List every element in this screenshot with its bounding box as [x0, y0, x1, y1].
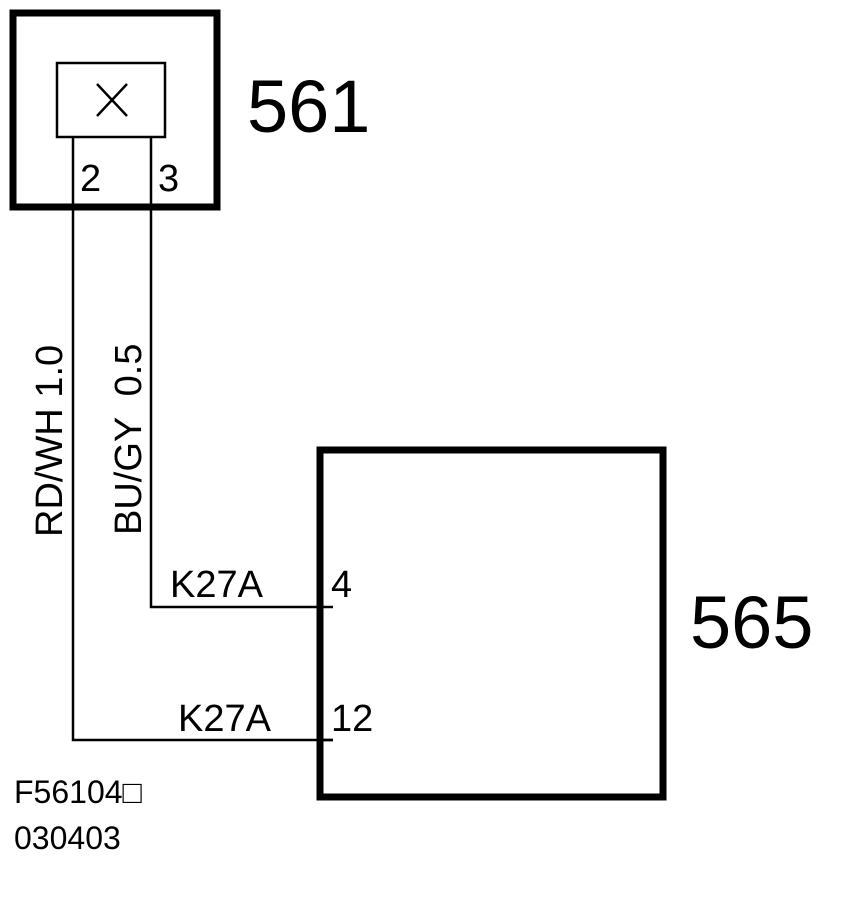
wire-rd-wh[interactable]: RD/WH 1.0 K27A — [29, 137, 333, 742]
wire-bu-gy-label: BU/GY 0.5 — [108, 343, 150, 535]
reference-block: F56104□ 030403 — [14, 774, 143, 856]
component-565-outline — [316, 446, 667, 801]
component-565-pin-4: 4 — [331, 564, 352, 606]
component-565-pin-12: 12 — [331, 698, 373, 740]
component-561-number: 561 — [247, 65, 370, 148]
wire-rd-wh-circuit: K27A — [178, 698, 272, 740]
wire-rd-wh-label: RD/WH 1.0 — [29, 345, 71, 537]
reference-date: 030403 — [14, 820, 121, 856]
reference-code: F56104□ — [14, 774, 143, 810]
wire-bu-gy-circuit: K27A — [170, 564, 264, 606]
component-565-number: 565 — [690, 581, 813, 664]
wire-bu-gy-path — [149, 137, 333, 609]
component-561[interactable]: 561 2 3 — [9, 9, 370, 211]
x-cross-icon — [96, 83, 128, 117]
wire-bu-gy[interactable]: BU/GY 0.5 K27A — [108, 137, 333, 609]
component-565[interactable]: 565 4 12 — [316, 446, 813, 801]
component-561-pin-2: 2 — [80, 158, 101, 200]
wire-rd-wh-path — [71, 137, 333, 742]
component-561-pin-3: 3 — [158, 158, 179, 200]
component-561-outline — [9, 9, 221, 211]
component-561-symbol-box — [55, 61, 167, 139]
